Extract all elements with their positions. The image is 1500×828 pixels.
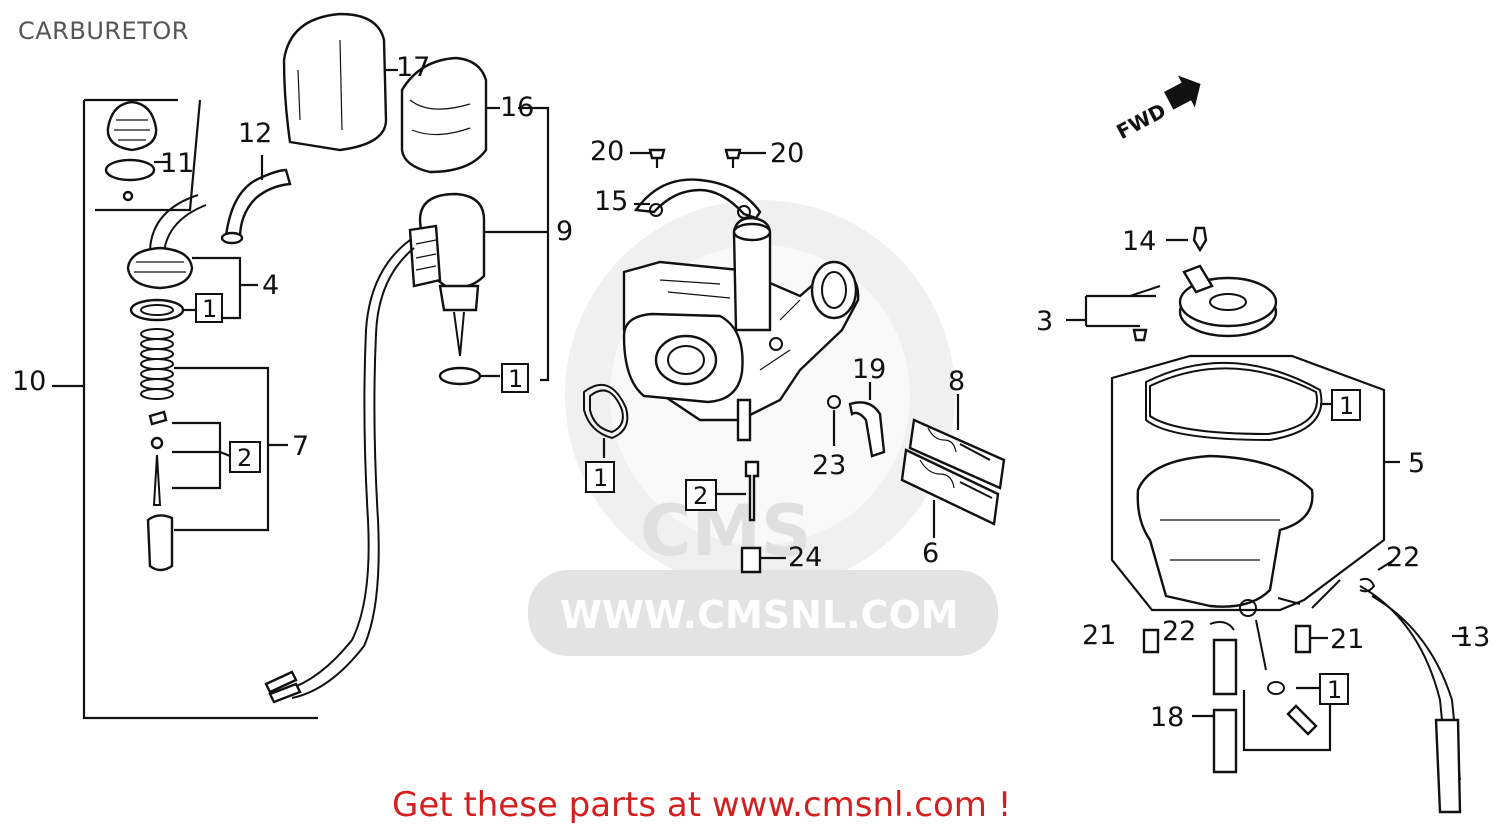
callout-17: 17 bbox=[396, 52, 430, 83]
callout-9: 9 bbox=[556, 216, 573, 247]
callout-12: 12 bbox=[238, 118, 272, 149]
watermark-url: WWW.CMSNL.COM bbox=[560, 593, 959, 637]
svg-text:2: 2 bbox=[237, 444, 252, 472]
callout-16: 16 bbox=[500, 92, 534, 123]
svg-text:1: 1 bbox=[1327, 676, 1342, 704]
watermark-brand: CMS bbox=[640, 490, 811, 572]
callout-8: 8 bbox=[948, 366, 965, 397]
kit-box-2-needle: 2 bbox=[229, 441, 261, 473]
callout-15: 15 bbox=[594, 186, 628, 217]
svg-text:1: 1 bbox=[593, 464, 608, 492]
callout-labels: 10 11 12 4 7 17 16 9 20 20 15 19 23 8 6 … bbox=[12, 52, 1490, 733]
callout-11: 11 bbox=[160, 148, 194, 179]
callout-5: 5 bbox=[1408, 448, 1425, 479]
svg-text:1: 1 bbox=[1339, 392, 1354, 420]
kit-box-1-bowl-gasket: 1 bbox=[1331, 389, 1361, 421]
callout-21-right: 21 bbox=[1330, 624, 1364, 655]
callout-19: 19 bbox=[852, 354, 886, 385]
kit-box-2-jet: 2 bbox=[685, 479, 717, 511]
kit-box-labels: 1 2 1 1 2 1 1 bbox=[195, 293, 1361, 705]
kit-box-1-cap: 1 bbox=[195, 293, 223, 323]
float-bowl-assembly bbox=[1066, 226, 1468, 814]
callout-4: 4 bbox=[262, 270, 279, 301]
page-title: CARBURETOR bbox=[18, 17, 189, 45]
kit-box-1-gasket: 1 bbox=[585, 461, 615, 493]
kit-box-1-drain: 1 bbox=[1319, 673, 1349, 705]
callout-22-left: 22 bbox=[1162, 616, 1196, 647]
forward-arrow-icon: FWD bbox=[1112, 75, 1201, 144]
svg-text:1: 1 bbox=[202, 295, 217, 323]
screw-kits bbox=[900, 394, 1006, 538]
callout-6: 6 bbox=[922, 538, 939, 569]
covers bbox=[282, 12, 550, 382]
callout-3: 3 bbox=[1036, 306, 1053, 337]
kit-box-1-choke: 1 bbox=[501, 363, 529, 393]
footer-link-text[interactable]: Get these parts at www.cmsnl.com ! bbox=[392, 785, 1011, 825]
callout-21-left: 21 bbox=[1082, 620, 1116, 651]
callout-23: 23 bbox=[812, 450, 846, 481]
callout-20-right: 20 bbox=[770, 138, 804, 169]
callout-22-right: 22 bbox=[1386, 542, 1420, 573]
callout-18: 18 bbox=[1150, 702, 1184, 733]
svg-text:2: 2 bbox=[693, 482, 708, 510]
left-assembly bbox=[52, 98, 318, 720]
callout-10: 10 bbox=[12, 366, 46, 397]
auto-choke bbox=[264, 192, 548, 704]
carburetor-body bbox=[583, 148, 886, 574]
callout-14: 14 bbox=[1122, 226, 1156, 257]
svg-text:1: 1 bbox=[508, 365, 523, 393]
hose-12 bbox=[220, 155, 292, 245]
callout-7: 7 bbox=[292, 431, 309, 462]
forward-label: FWD bbox=[1112, 98, 1169, 144]
callout-24: 24 bbox=[788, 542, 822, 573]
callout-13: 13 bbox=[1456, 622, 1490, 653]
callout-20-left: 20 bbox=[590, 136, 624, 167]
